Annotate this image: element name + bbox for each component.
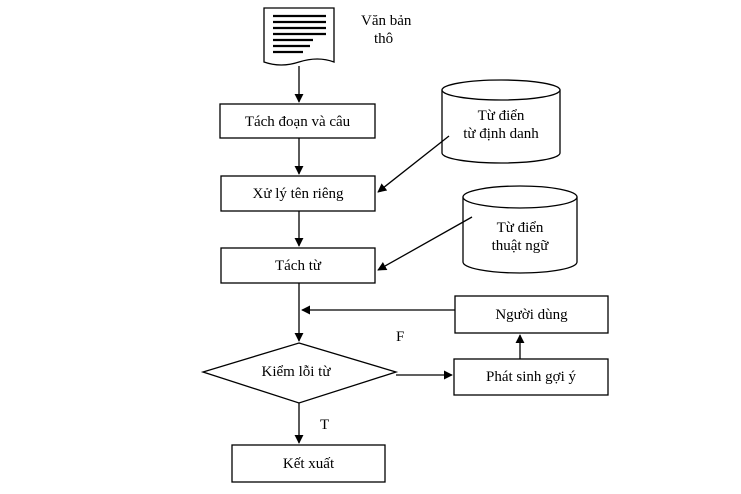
- box-suggest-label: Phát sinh gợi ý: [486, 369, 577, 385]
- box-output: Kết xuất: [231, 444, 386, 483]
- raw-text-document: [263, 7, 335, 66]
- decision-check-spelling: Kiểm lỗi từ: [200, 342, 399, 404]
- box-user: Người dùng: [454, 295, 609, 334]
- decision-check-spelling-label: Kiểm lỗi từ: [262, 364, 332, 380]
- box-output-label: Kết xuất: [283, 456, 335, 472]
- box-user-label: Người dùng: [495, 307, 568, 323]
- db-terms-label-line1: Từ điển: [497, 220, 544, 236]
- box-tokenize: Tách từ: [220, 247, 376, 284]
- box-proper-names: Xử lý tên riêng: [220, 175, 376, 212]
- arrow-db1-to-names: [377, 135, 450, 193]
- arrow-db2-to-tokenize: [377, 216, 473, 271]
- db-terms: Từ điển thuật ngữ: [462, 185, 578, 274]
- box-proper-names-label: Xử lý tên riêng: [252, 186, 344, 202]
- box-split-paragraph-label: Tách đoạn và câu: [245, 114, 351, 130]
- box-split-paragraph: Tách đoạn và câu: [219, 103, 376, 139]
- edge-false-label: F: [396, 329, 404, 345]
- db-named-entities: Từ điển từ định danh: [441, 79, 561, 164]
- db-named-entities-label-line2: từ định danh: [463, 126, 539, 142]
- db-terms-label-line2: thuật ngữ: [492, 238, 550, 254]
- box-tokenize-label: Tách từ: [275, 258, 322, 274]
- box-suggest: Phát sinh gợi ý: [453, 358, 609, 396]
- document-label-line1: Văn bản: [361, 13, 412, 29]
- db-named-entities-label-line1: Từ điển: [478, 108, 525, 124]
- edge-true-label: T: [320, 417, 329, 433]
- document-label-line2: thô: [374, 31, 393, 47]
